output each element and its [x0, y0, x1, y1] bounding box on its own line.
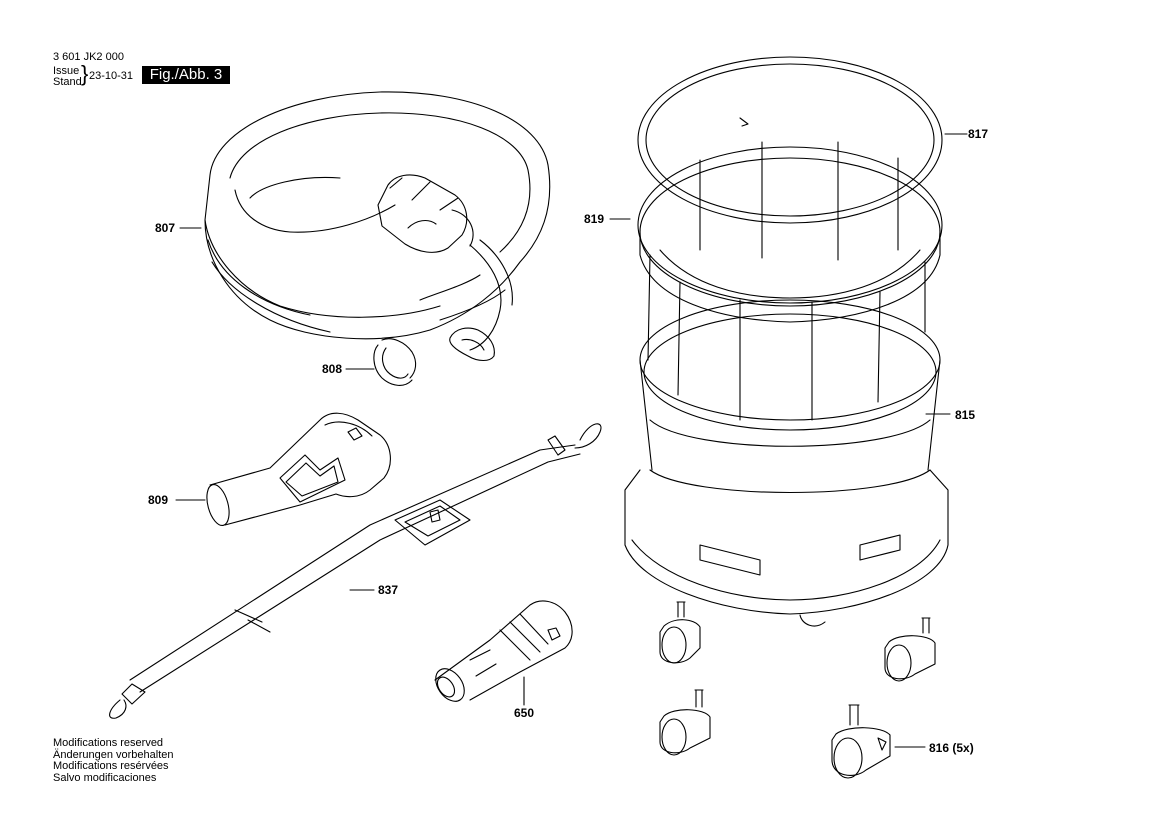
- adapter-650-drawing: [434, 600, 573, 702]
- clip-808-drawing: [373, 338, 417, 386]
- strap-837-drawing: [109, 423, 602, 719]
- note-de: Änderungen vorbehalten: [53, 748, 174, 761]
- part-label-650: 650: [514, 706, 535, 720]
- note-es: Salvo modificaciones: [53, 771, 157, 784]
- modification-notes: Modifications reserved Änderungen vorbeh…: [53, 737, 174, 784]
- hose-807-drawing: [204, 91, 551, 362]
- part-label-837: 837: [378, 583, 399, 597]
- part-label-819: 819: [584, 212, 605, 226]
- part-label-816: 816 (5x): [929, 741, 974, 755]
- part-label-809: 809: [148, 493, 169, 507]
- figure-label: Fig./Abb. 3: [142, 66, 230, 84]
- ring-817-drawing: [637, 56, 943, 224]
- castors-816-drawing: [659, 601, 936, 779]
- issue-brace: }: [81, 61, 89, 86]
- document-number: 3 601 JK2 000: [53, 51, 124, 63]
- container-815-drawing: [624, 299, 949, 627]
- issue-date: 23-10-31: [89, 70, 134, 82]
- part-label-807: 807: [155, 221, 176, 235]
- note-fr: Modifications resérvées: [53, 760, 169, 772]
- note-en: Modifications reserved: [53, 737, 164, 749]
- cage-819-drawing: [637, 141, 943, 421]
- part-label-817: 817: [968, 127, 989, 141]
- part-label-808: 808: [322, 362, 343, 376]
- part-label-815: 815: [955, 408, 976, 422]
- elbow-809-drawing: [206, 412, 391, 526]
- stand-label: Stand: [53, 76, 82, 88]
- issue-label: Issue: [53, 65, 80, 77]
